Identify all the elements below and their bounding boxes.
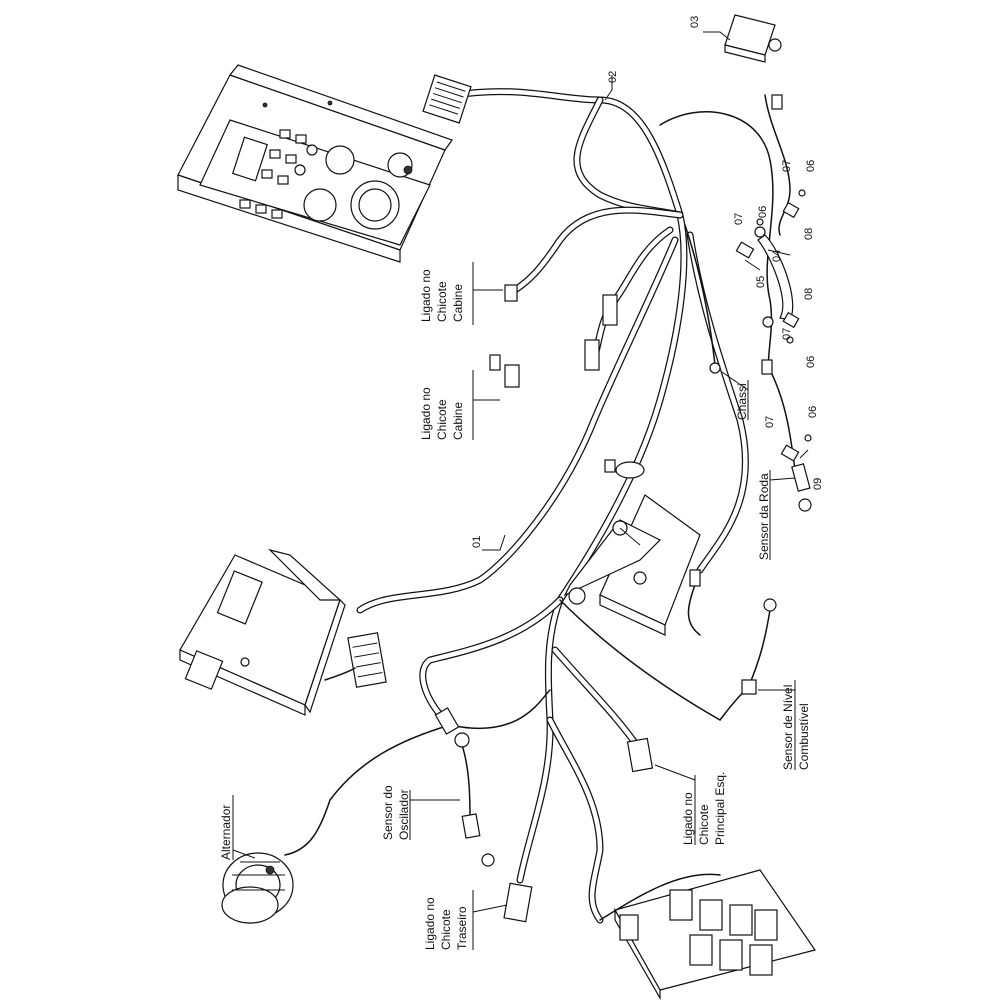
label-ligado-traseiro: Ligado no Chicote Traseiro xyxy=(423,897,469,950)
svg-text:Chicote: Chicote xyxy=(697,804,711,845)
wires xyxy=(284,94,796,856)
connector-cabine-2 xyxy=(504,364,520,388)
callout-06-d: 06 xyxy=(807,406,819,418)
callout-03: 03 xyxy=(689,16,701,28)
svg-text:Chicote: Chicote xyxy=(435,399,449,440)
svg-text:Chicote: Chicote xyxy=(439,909,453,950)
label-sensor-roda: Sensor da Roda xyxy=(757,473,771,560)
callout-numbers: 01 02 03 04 05 06 07 07 06 08 08 07 06 0… xyxy=(471,16,824,548)
svg-text:Principal Esq.: Principal Esq. xyxy=(713,772,727,845)
svg-text:Sensor do: Sensor do xyxy=(381,785,395,840)
svg-text:Cabine: Cabine xyxy=(451,402,465,440)
callout-06-a: 06 xyxy=(805,160,817,172)
callout-07-a: 07 xyxy=(781,160,793,172)
callout-07-c: 07 xyxy=(781,328,793,340)
part-04 xyxy=(757,234,794,321)
label-sensor-nivel: Sensor de Nível Combustível xyxy=(781,685,811,770)
svg-text:Ligado no: Ligado no xyxy=(419,387,433,440)
callout-09: 09 xyxy=(812,478,824,490)
callout-08-a: 08 xyxy=(803,228,815,240)
svg-text:Oscilador: Oscilador xyxy=(397,789,411,840)
callout-01: 01 xyxy=(471,536,483,548)
callout-06-c: 06 xyxy=(805,356,817,368)
cab-console xyxy=(177,64,472,263)
svg-text:Traseiro: Traseiro xyxy=(455,906,469,950)
callout-07-d: 07 xyxy=(764,416,776,428)
svg-text:Chicote: Chicote xyxy=(435,281,449,322)
callout-07-b: 07 xyxy=(733,213,745,225)
svg-text:Cabine: Cabine xyxy=(451,284,465,322)
label-ligado-cabine-a: Ligado no Chicote Cabine xyxy=(419,269,465,322)
svg-text:Ligado no: Ligado no xyxy=(681,792,695,845)
part-03 xyxy=(724,14,783,110)
svg-text:Ligado no: Ligado no xyxy=(423,897,437,950)
ecu-box xyxy=(179,548,387,716)
text-labels: Ligado no Chicote Cabine Ligado no Chico… xyxy=(219,269,811,950)
svg-text:Sensor de Nível: Sensor de Nível xyxy=(781,685,795,770)
alternator xyxy=(221,852,294,924)
label-sensor-oscilador: Sensor do Oscilador xyxy=(381,785,411,840)
main-harness-01 xyxy=(356,88,749,924)
callout-04: 04 xyxy=(771,250,783,262)
leader-lines xyxy=(232,31,809,950)
callout-06-b: 06 xyxy=(757,206,769,218)
control-lever xyxy=(563,494,701,636)
callout-05: 05 xyxy=(755,276,767,288)
connector-cabine-1 xyxy=(504,284,518,302)
label-chassi: Chassi xyxy=(735,383,749,420)
chassi-terminal xyxy=(709,362,721,374)
svg-text:Combustível: Combustível xyxy=(797,703,811,770)
relay-block xyxy=(599,869,816,1000)
callout-08-b: 08 xyxy=(803,288,815,300)
callout-02: 02 xyxy=(607,71,619,83)
label-ligado-principal: Ligado no Chicote Principal Esq. xyxy=(681,772,727,845)
label-ligado-cabine-b: Ligado no Chicote Cabine xyxy=(419,387,465,440)
label-alternador: Alternador xyxy=(219,805,233,860)
svg-text:Ligado no: Ligado no xyxy=(419,269,433,322)
small-parts xyxy=(434,189,812,923)
